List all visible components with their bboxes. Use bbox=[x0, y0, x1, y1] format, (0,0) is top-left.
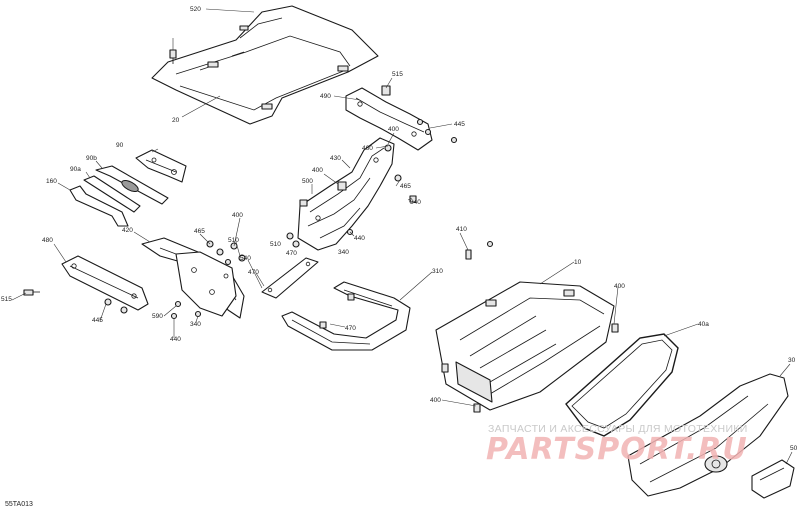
part-30-lid bbox=[627, 373, 789, 497]
part-20-tray bbox=[151, 5, 379, 125]
callout-430: 430 bbox=[330, 155, 341, 162]
watermark-caption: ЗАПЧАСТИ И АКСЕССУАРЫ ДЛЯ МОТОТЕХНИКИ bbox=[488, 423, 748, 435]
callout-490: 490 bbox=[320, 93, 331, 100]
callout-400: 400 bbox=[388, 126, 399, 133]
leader-lines bbox=[11, 8, 793, 465]
hardware-right bbox=[441, 240, 619, 413]
part-490-bracket bbox=[345, 85, 433, 151]
callout-460: 460 bbox=[362, 145, 373, 152]
part-470-strap bbox=[261, 257, 319, 299]
part-310-handle bbox=[281, 281, 411, 351]
watermark-logo: PARTSPORT.RU bbox=[486, 432, 748, 467]
callout-510: 510 bbox=[270, 241, 281, 248]
callout-340: 340 bbox=[338, 249, 349, 256]
part-40a-gasket bbox=[565, 333, 679, 437]
part-10-storage-bin bbox=[435, 281, 615, 411]
callout-515: 515 bbox=[392, 71, 403, 78]
bolt-515-left bbox=[23, 289, 40, 296]
callout-400: 400 bbox=[614, 283, 625, 290]
callout-510: 510 bbox=[228, 237, 239, 244]
hardware-near-frame bbox=[286, 118, 458, 248]
figure-code: 55TA013 bbox=[5, 501, 33, 508]
callout-470: 470 bbox=[286, 250, 297, 257]
callout-20: 20 bbox=[172, 117, 180, 124]
callout-465: 465 bbox=[194, 228, 205, 235]
callout-515: 515 bbox=[1, 296, 12, 303]
callout-90a: 90a bbox=[70, 166, 81, 173]
callout-160: 160 bbox=[46, 178, 57, 185]
callout-30: 30 bbox=[788, 357, 796, 364]
part-90a-tool bbox=[83, 175, 141, 213]
part-430-frame bbox=[297, 137, 395, 251]
callout-90b: 90b bbox=[86, 155, 97, 162]
callout-50: 50 bbox=[790, 445, 798, 452]
callout-465: 465 bbox=[400, 183, 411, 190]
callout-445: 445 bbox=[92, 317, 103, 324]
callout-440: 440 bbox=[354, 235, 365, 242]
callout-340: 340 bbox=[190, 321, 201, 328]
callout-500: 500 bbox=[302, 178, 313, 185]
callout-40a: 40a bbox=[698, 321, 709, 328]
callout-540: 540 bbox=[240, 255, 251, 262]
callout-90: 90 bbox=[116, 142, 124, 149]
callout-400: 400 bbox=[430, 397, 441, 404]
part-160-wrench bbox=[69, 185, 129, 227]
callout-470: 470 bbox=[345, 325, 356, 332]
nut-445-left bbox=[104, 298, 128, 314]
callout-420: 420 bbox=[122, 227, 133, 234]
callout-labels: 520 20 515 490 445 400 460 430 400 465 5… bbox=[1, 6, 798, 452]
part-hinge-plate bbox=[175, 251, 237, 317]
callout-470: 470 bbox=[248, 269, 259, 276]
callout-310: 310 bbox=[432, 268, 443, 275]
part-90-tool-kit bbox=[135, 149, 187, 183]
callout-10: 10 bbox=[574, 259, 582, 266]
callout-445: 445 bbox=[454, 121, 465, 128]
callout-400: 400 bbox=[312, 167, 323, 174]
callout-520: 520 bbox=[190, 6, 201, 13]
callout-440: 440 bbox=[170, 336, 181, 343]
callout-480: 480 bbox=[42, 237, 53, 244]
part-50-latch bbox=[751, 459, 795, 499]
callout-410: 410 bbox=[456, 226, 467, 233]
callout-590: 590 bbox=[152, 313, 163, 320]
part-90b-tool bbox=[95, 165, 169, 205]
callout-400: 400 bbox=[232, 212, 243, 219]
part-480-bracket bbox=[61, 255, 149, 311]
callout-340: 340 bbox=[410, 199, 421, 206]
